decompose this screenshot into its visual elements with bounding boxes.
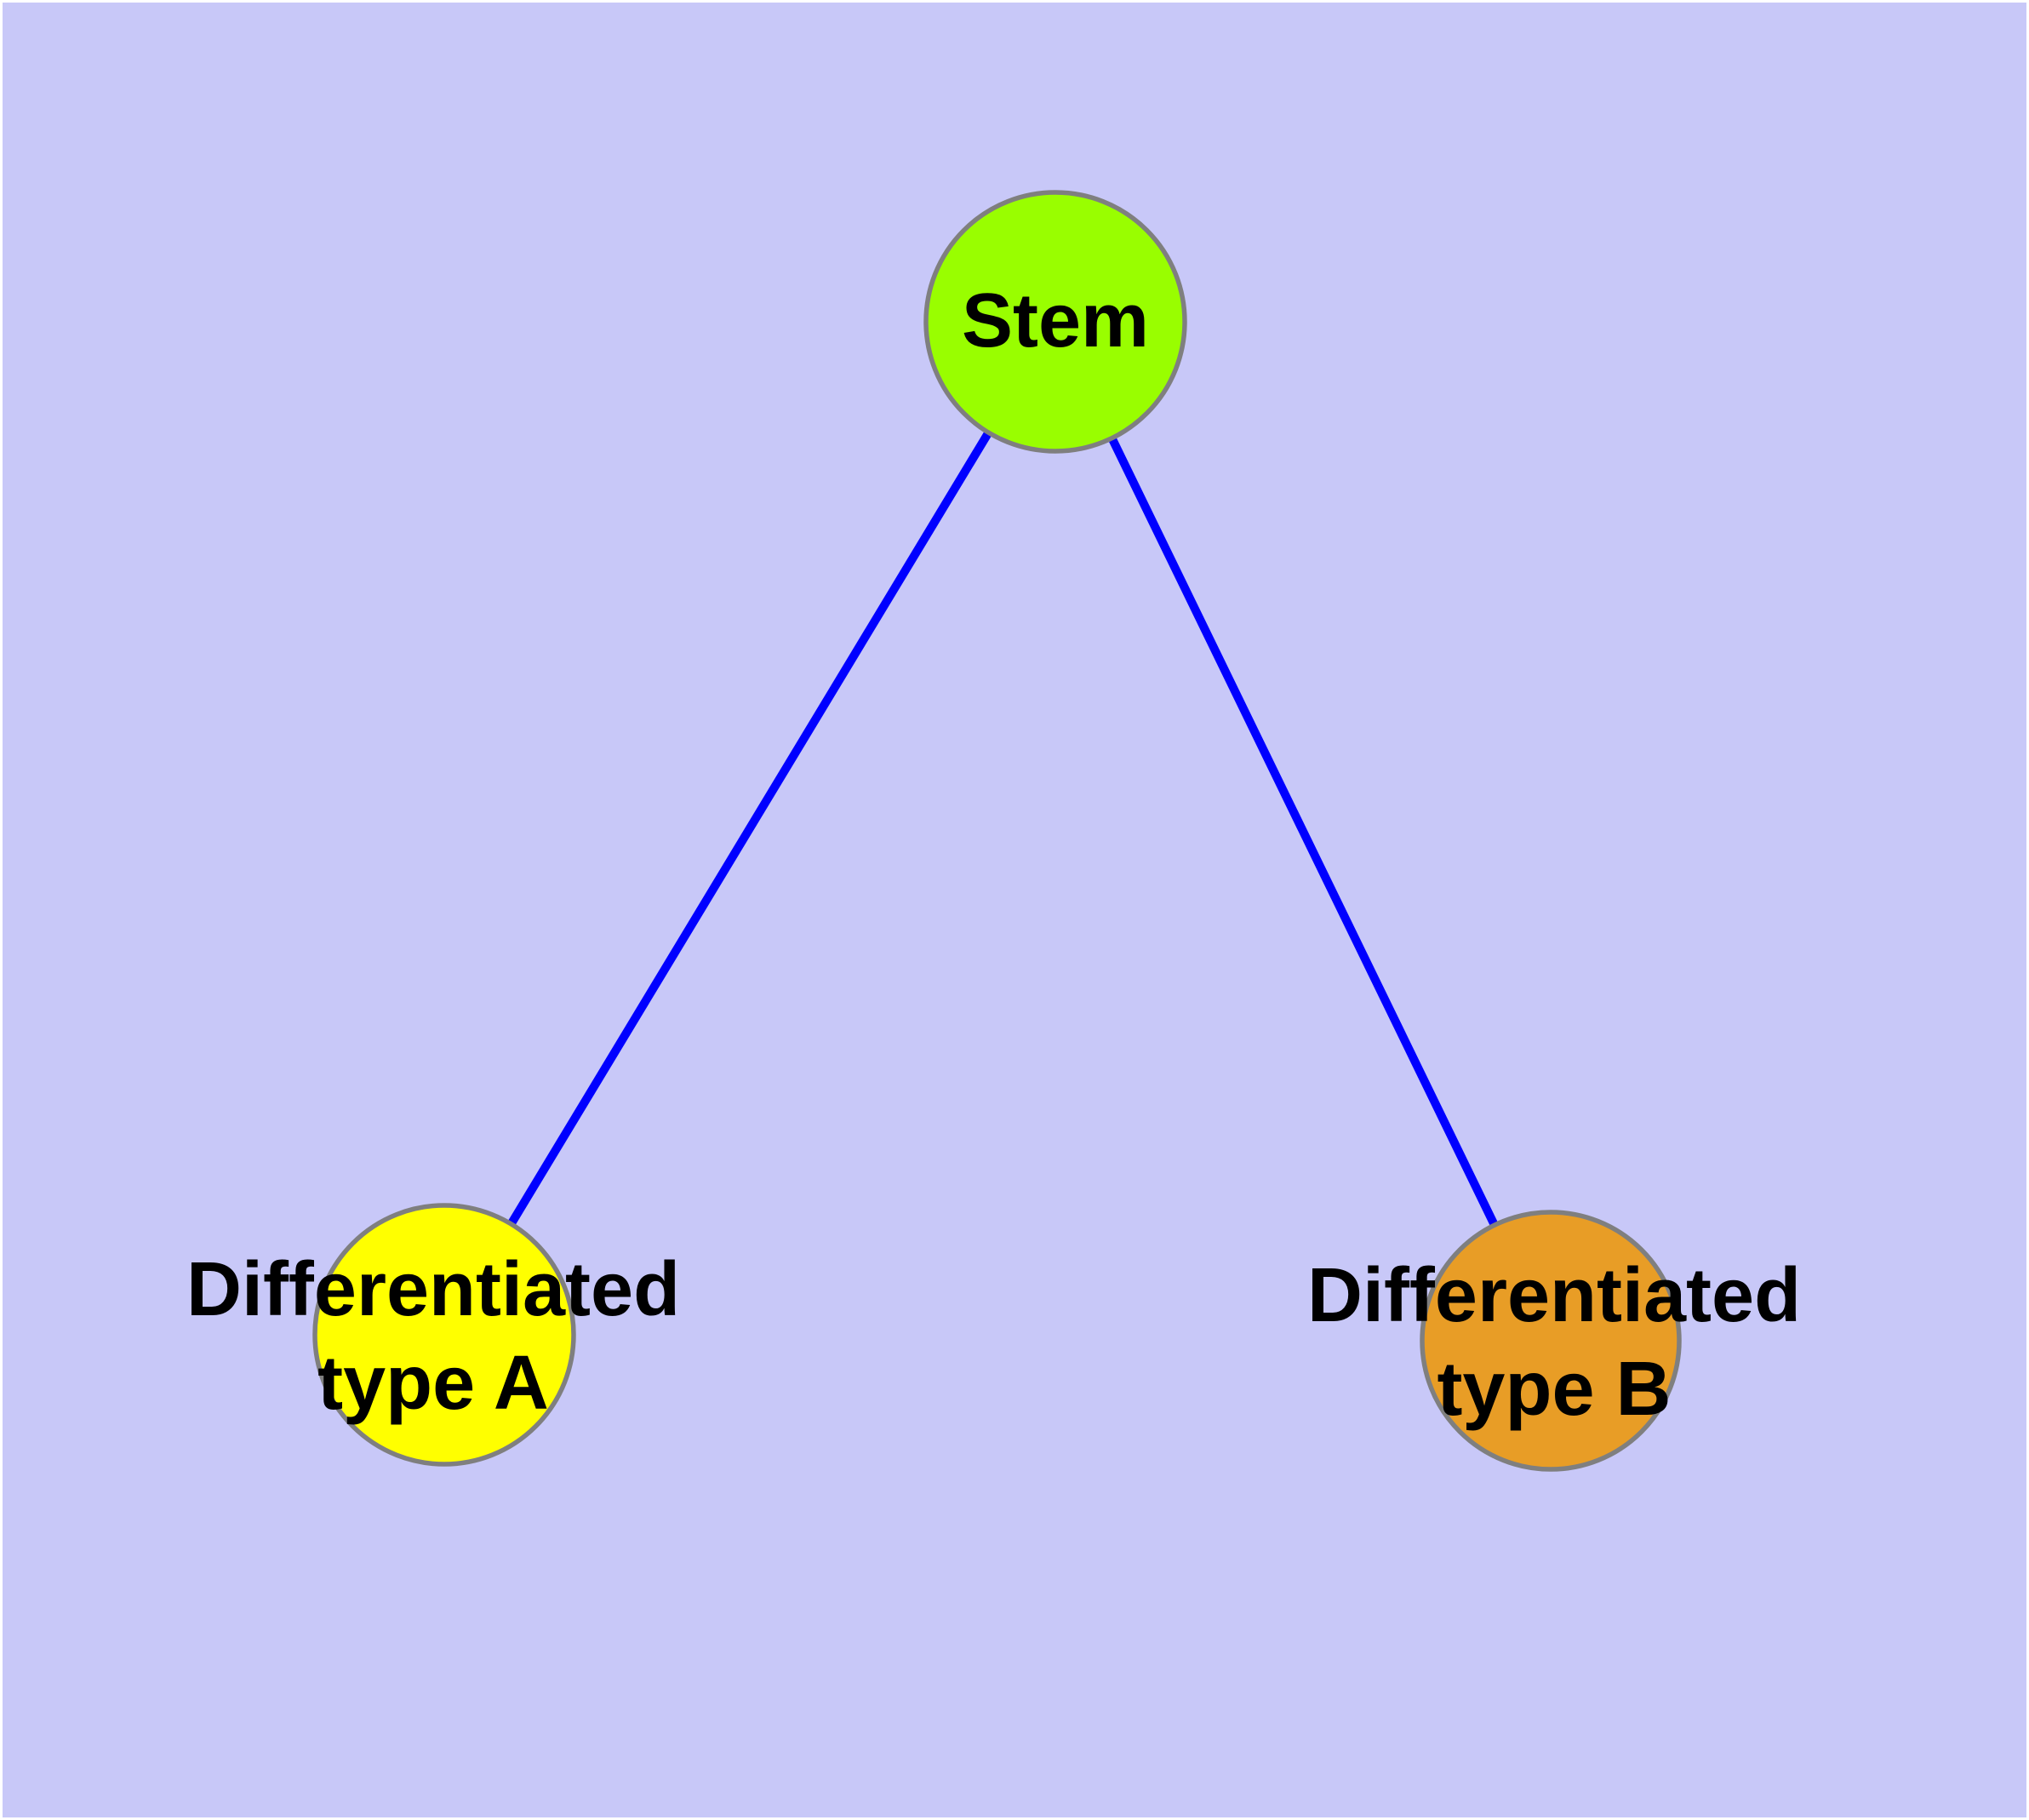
edge-stem-to-type-a	[440, 319, 1060, 1337]
node-stem-label: Stem	[961, 278, 1150, 364]
node-stem-circle	[923, 190, 1187, 454]
node-type-a-circle	[312, 1203, 576, 1467]
node-type-b-label: Differentiated type B	[1306, 1253, 1802, 1432]
graph-canvas: Stem Differentiated type A Differentiate…	[3, 3, 2026, 1817]
node-type-b-circle	[1420, 1210, 1682, 1472]
graph-svg	[312, 190, 1682, 1472]
node-type-a-label: Differentiated type A	[186, 1247, 681, 1426]
edge-stem-to-type-b	[1051, 319, 1555, 1343]
